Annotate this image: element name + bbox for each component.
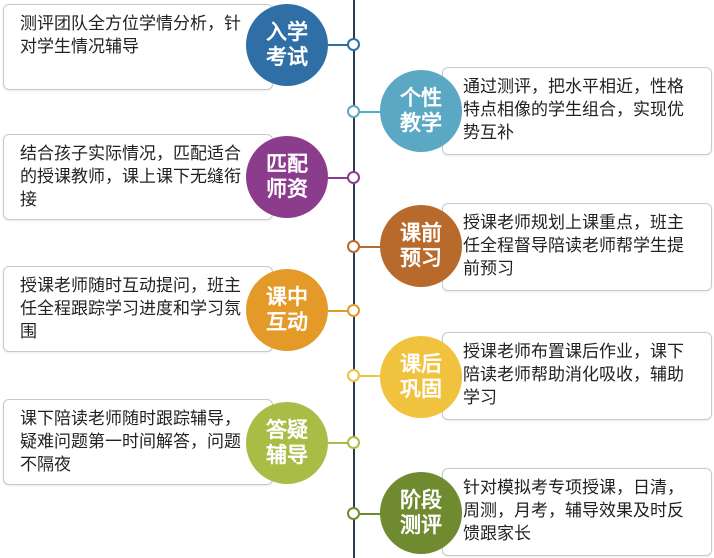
step-6-title-line1: 课后 <box>400 352 442 376</box>
step-4-title-line2: 预习 <box>400 246 442 270</box>
step-1-node <box>347 38 360 51</box>
step-1-title-line2: 考试 <box>266 45 308 69</box>
step-8-title-line2: 测评 <box>400 513 442 537</box>
step-8-title-line1: 阶段 <box>400 488 442 512</box>
step-3-badge: 匹配 师资 <box>246 136 328 218</box>
step-1-connector <box>328 44 348 46</box>
step-1-badge: 入学 考试 <box>246 4 328 86</box>
step-2-connector <box>359 111 383 113</box>
step-4-connector <box>359 246 383 248</box>
step-4-description: 授课老师规划上课重点，班主任全程督导陪读老师帮学生提前预习 <box>442 203 712 291</box>
step-7-node <box>347 436 360 449</box>
step-7-badge: 答疑 辅导 <box>246 402 328 484</box>
step-6-description: 授课老师布置课后作业，课下陪读老师帮助消化吸收，辅助学习 <box>442 332 712 420</box>
step-8-badge: 阶段 测评 <box>380 472 462 554</box>
step-8-connector <box>359 513 383 515</box>
step-8-description: 针对模拟考专项授课，日清，周测，月考，辅导效果及时反馈跟家长 <box>442 468 712 556</box>
step-5-connector <box>328 310 348 312</box>
step-3-connector <box>328 177 348 179</box>
step-3-title-line2: 师资 <box>266 177 308 201</box>
step-3-title-line1: 匹配 <box>266 152 308 176</box>
step-6-badge: 课后 巩固 <box>380 336 462 418</box>
step-3-node <box>347 171 360 184</box>
step-3-description: 结合孩子实际情况，匹配适合的授课教师，课上课下无缝衔接 <box>3 134 273 220</box>
step-6-title-line2: 巩固 <box>400 377 442 401</box>
step-2-description: 通过测评，把水平相近，性格特点相像的学生组合，实现优势互补 <box>442 67 712 155</box>
step-4-title-line1: 课前 <box>400 221 442 245</box>
step-5-title-line1: 课中 <box>266 285 308 309</box>
step-2-title-line2: 教学 <box>400 111 442 135</box>
step-7-title-line2: 辅导 <box>266 443 308 467</box>
step-1-title-line1: 入学 <box>266 20 308 44</box>
step-2-badge: 个性 教学 <box>380 70 462 152</box>
step-5-node <box>347 304 360 317</box>
timeline-spine <box>353 0 355 558</box>
step-5-title-line2: 互动 <box>266 310 308 334</box>
step-2-title-line1: 个性 <box>400 86 442 110</box>
step-4-badge: 课前 预习 <box>380 205 462 287</box>
step-7-description: 课下陪读老师随时跟踪辅导，疑难问题第一时间解答，问题不隔夜 <box>3 399 273 485</box>
step-7-connector <box>328 442 348 444</box>
step-1-description: 测评团队全方位学情分析，针对学生情况辅导 <box>3 4 273 90</box>
step-7-title-line1: 答疑 <box>266 418 308 442</box>
step-5-description: 授课老师随时互动提问，班主任全程跟踪学习进度和学习氛围 <box>3 266 273 352</box>
step-6-connector <box>359 375 383 377</box>
step-5-badge: 课中 互动 <box>246 269 328 351</box>
